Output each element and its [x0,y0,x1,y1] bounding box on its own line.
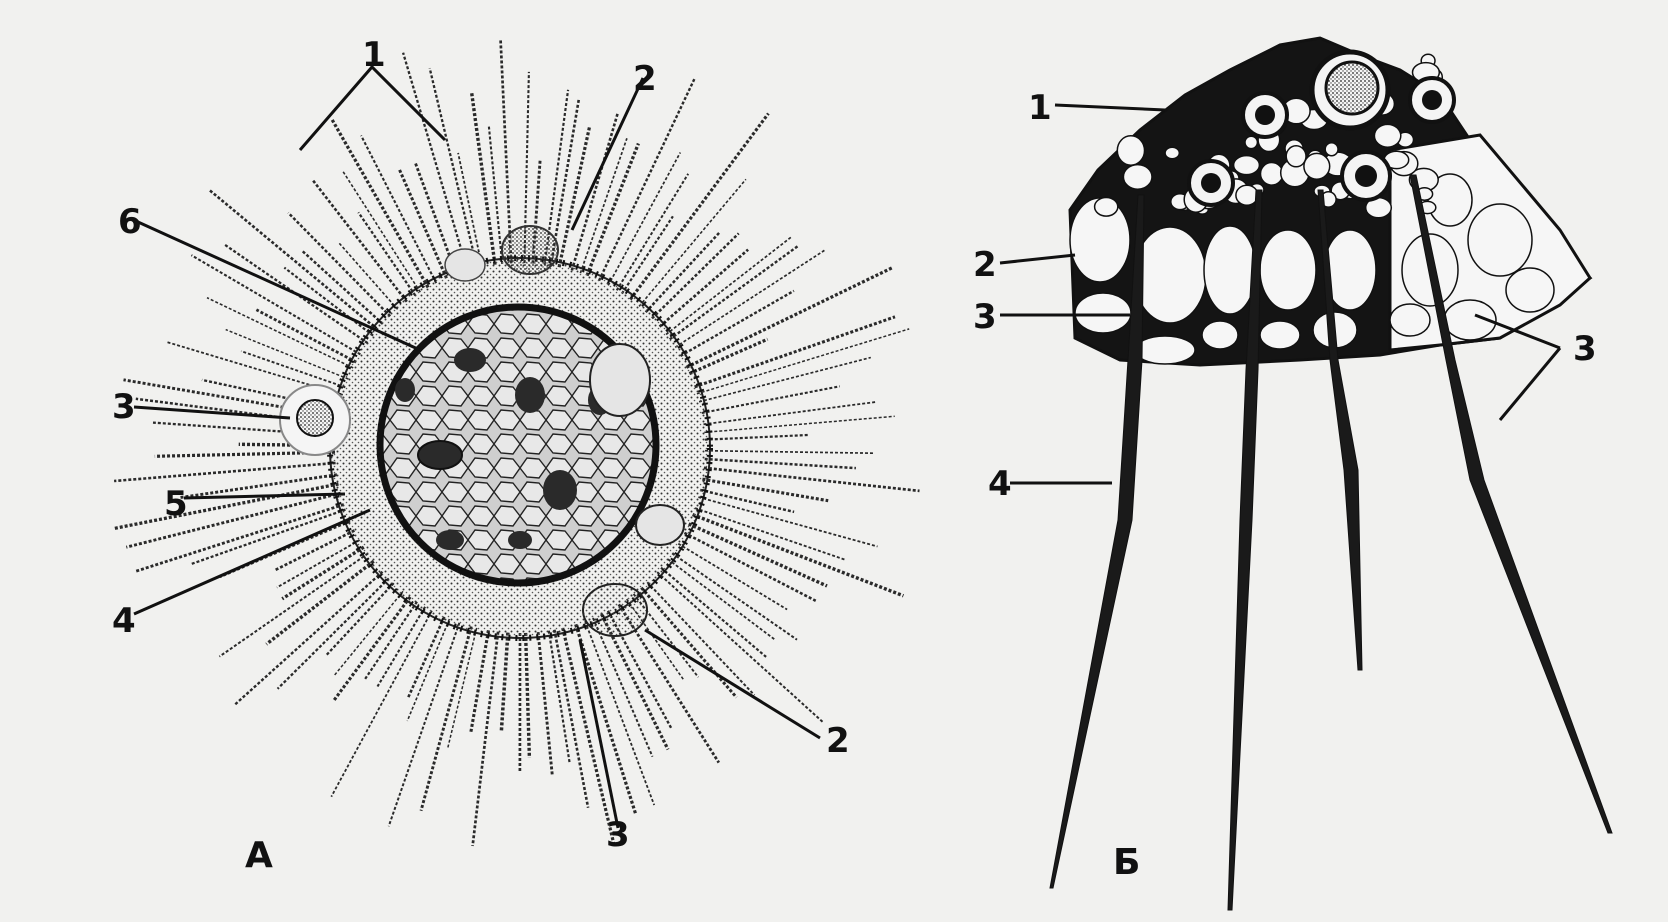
spine-ray [599,79,695,281]
callout-a-4: 4 [112,604,136,638]
spine-ray [617,174,689,290]
spine-ray [675,250,824,347]
spine-ray [697,329,909,394]
spine-ray [646,233,720,313]
spine-ray [608,153,680,286]
vacuole [1245,136,1257,148]
spine-ray [364,602,417,681]
vacuole [1117,136,1144,165]
vacuole [1236,185,1258,205]
spine-ray [689,339,767,373]
spine-ray [695,317,895,387]
callout-a-2-top: 2 [633,62,657,96]
callout-a-5: 5 [164,487,188,521]
callout-a-3-bottom: 3 [606,818,630,852]
vacuole [1374,124,1400,147]
spine-ray [705,435,808,440]
vacuole [1204,226,1256,314]
vacuole [1325,143,1338,156]
vacuole [1260,321,1300,349]
spine-ray [282,547,364,599]
spine-ray [361,136,436,284]
spine-ray [114,463,336,481]
vacuole [1286,146,1306,167]
spine-ray [695,508,845,559]
spine-ray [705,459,856,468]
vacuole [1075,293,1131,333]
spine-ray [501,40,512,263]
spine-ray [657,572,823,722]
vacuole [1202,321,1238,349]
spine-ray [473,632,499,846]
spine-ray [526,633,530,758]
callout-b-3-left: 3 [973,300,997,334]
panel-b-drawing [1000,38,1612,910]
spine-ray [689,524,827,586]
spine-ray [471,630,489,732]
spine-ray [693,515,904,596]
spine-ray [576,624,636,815]
vacuole [1135,336,1195,364]
spine-ray [668,559,776,640]
spine-ray [278,578,389,688]
spine-ray [704,416,894,432]
spine-ray [334,591,403,676]
spine-ray [705,451,874,454]
callout-b-2: 2 [973,248,997,282]
spine-ray [235,572,383,705]
spine-ray [331,611,432,797]
vacuole [1506,268,1554,312]
callout-a-6: 6 [118,205,142,239]
panel-label-b: Б [1113,845,1140,881]
callout-a-3-left: 3 [112,390,136,424]
spine-ray [501,633,508,731]
spine-ray [559,127,589,267]
spine-ray [472,93,495,265]
spine-ray [704,468,920,491]
spine-ray [191,255,360,354]
vacuole [1261,163,1283,186]
spine-ray [408,617,444,698]
spine-ray [219,554,368,657]
spine-ray [256,310,356,362]
spine-ray [641,588,736,698]
spine-ray [288,213,390,317]
spine-ray [378,607,426,687]
spine-ray [333,597,410,701]
vacuole [1468,204,1532,276]
spine-ray [702,479,828,501]
callout-b-3-right: 3 [1573,332,1597,366]
callout-a-2-bottom: 2 [826,724,850,758]
callout-b-4: 4 [988,467,1012,501]
spine-ray [563,628,615,846]
panel-a-drawing [113,40,920,846]
vacuole [1304,153,1330,179]
spine-ray [704,402,877,424]
vacuole [1390,304,1430,336]
spine-ray [407,619,449,721]
vacuole [1095,198,1118,217]
panel-label-a: А [245,838,273,874]
spine-ray [699,358,871,402]
vacuole [1123,165,1152,190]
vacuole [1165,147,1179,159]
spine-ray [209,190,378,330]
vacuole [1234,156,1260,175]
spine-ray [587,144,638,276]
spine-ray [538,632,552,775]
vacuole [1260,230,1316,310]
callout-b-1: 1 [1028,91,1052,125]
vacuole [1134,227,1206,323]
callout-a-1: 1 [362,38,386,72]
spine-ray [302,250,383,324]
spine-ray [572,113,618,271]
